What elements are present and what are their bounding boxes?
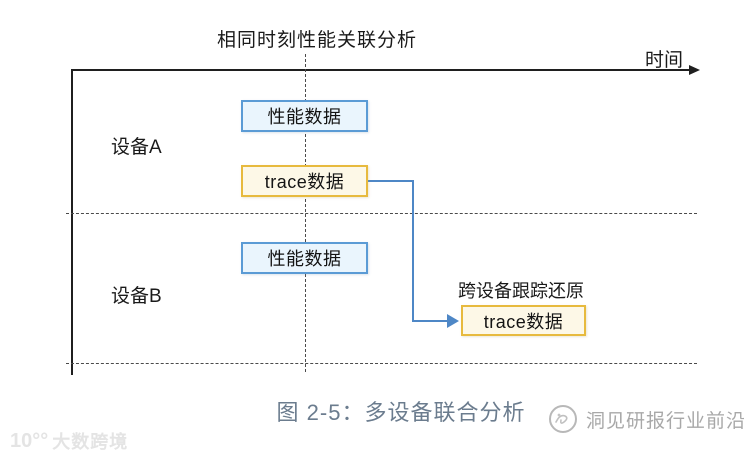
time-axis-label: 时间	[645, 50, 684, 71]
diagram-title: 相同时刻性能关联分析	[216, 30, 417, 51]
lane-separator-bottom	[66, 363, 697, 364]
time-axis-arrowhead-icon	[689, 65, 700, 75]
device-b-label: 设备B	[111, 286, 162, 307]
connector-segment-vertical	[412, 180, 414, 322]
lane-separator-top	[66, 213, 697, 214]
connector-arrowhead-icon	[447, 314, 459, 328]
watermark-left-text: 大数跨境	[52, 432, 129, 452]
time-axis-line	[71, 69, 691, 71]
trace-data-box-device-a: trace数据	[241, 165, 368, 197]
trace-data-box-cross-device: trace数据	[461, 305, 586, 336]
cross-device-annotation: 跨设备跟踪还原	[458, 281, 584, 301]
perf-data-box-device-b: 性能数据	[241, 242, 368, 274]
device-a-label: 设备A	[111, 137, 162, 158]
connector-segment-horizontal-top	[367, 180, 414, 182]
figure-caption: 图 2-5：多设备联合分析	[276, 400, 526, 425]
left-axis-line	[71, 69, 73, 375]
watermark-bottom-left: 10°° 大数跨境	[10, 428, 128, 454]
watermark-right-text: 洞见研报行业前沿	[586, 410, 747, 432]
dongjian-logo-icon	[549, 405, 577, 433]
connector-segment-horizontal-bottom	[412, 320, 448, 322]
watermark-bottom-right: 洞见研报行业前沿	[548, 404, 746, 434]
perf-data-box-device-a: 性能数据	[241, 100, 368, 132]
dashukuajing-logo-icon: 10°°	[10, 429, 49, 452]
